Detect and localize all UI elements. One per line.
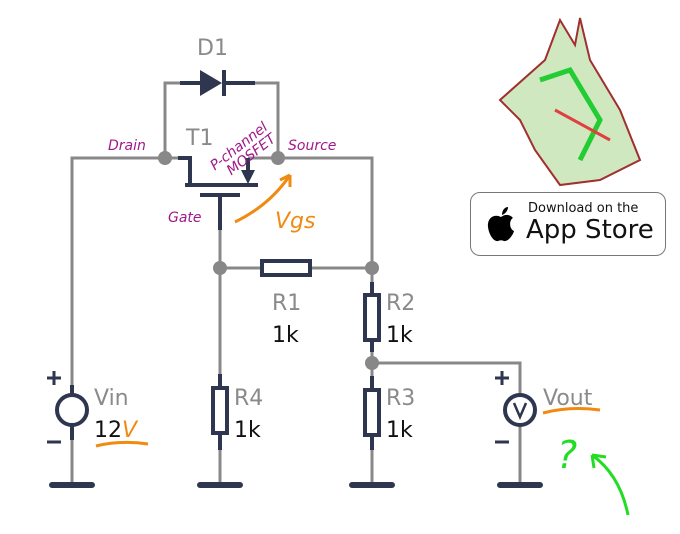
components <box>47 70 543 488</box>
nodes <box>158 151 379 370</box>
label-vgs: Vgs <box>275 209 315 234</box>
diode-d1 <box>180 70 255 96</box>
apple-icon-shape <box>487 207 514 242</box>
question-arrow <box>590 453 630 516</box>
mosfet-t1 <box>178 156 258 230</box>
value-r4: 1k <box>234 418 261 443</box>
voltage-source-vin <box>55 393 89 427</box>
label-r2: R2 <box>386 291 415 316</box>
badge-line1: Download on the <box>528 201 639 216</box>
value-r2: 1k <box>386 323 413 348</box>
label-vout: Vout <box>543 386 593 411</box>
dog-logo-image <box>498 17 642 187</box>
resistor-r3 <box>363 388 381 437</box>
label-r1: R1 <box>272 291 301 316</box>
value-vin: 12V <box>94 418 139 443</box>
label-r4: R4 <box>234 386 263 411</box>
badge-line2: App Store <box>526 215 654 245</box>
question-mark: ? <box>557 433 577 477</box>
mosfet-arrow <box>241 170 255 184</box>
app-store-badge[interactable]:  Download on the App Store <box>470 192 666 256</box>
resistor-r4 <box>211 386 229 435</box>
label-source: Source <box>288 138 336 154</box>
diode-arrow <box>200 70 222 96</box>
value-r3: 1k <box>386 418 413 443</box>
resistor-r1 <box>260 259 312 277</box>
label-drain: Drain <box>108 138 146 154</box>
vgs-arrow <box>234 173 292 224</box>
label-gate: Gate <box>168 210 202 226</box>
label-d1: D1 <box>197 36 228 61</box>
resistor-r2 <box>363 293 381 342</box>
label-vin: Vin <box>94 386 129 411</box>
label-t1: T1 <box>185 126 213 151</box>
label-r3: R3 <box>386 386 415 411</box>
voltmeter <box>503 393 537 427</box>
value-r1: 1k <box>272 323 299 348</box>
